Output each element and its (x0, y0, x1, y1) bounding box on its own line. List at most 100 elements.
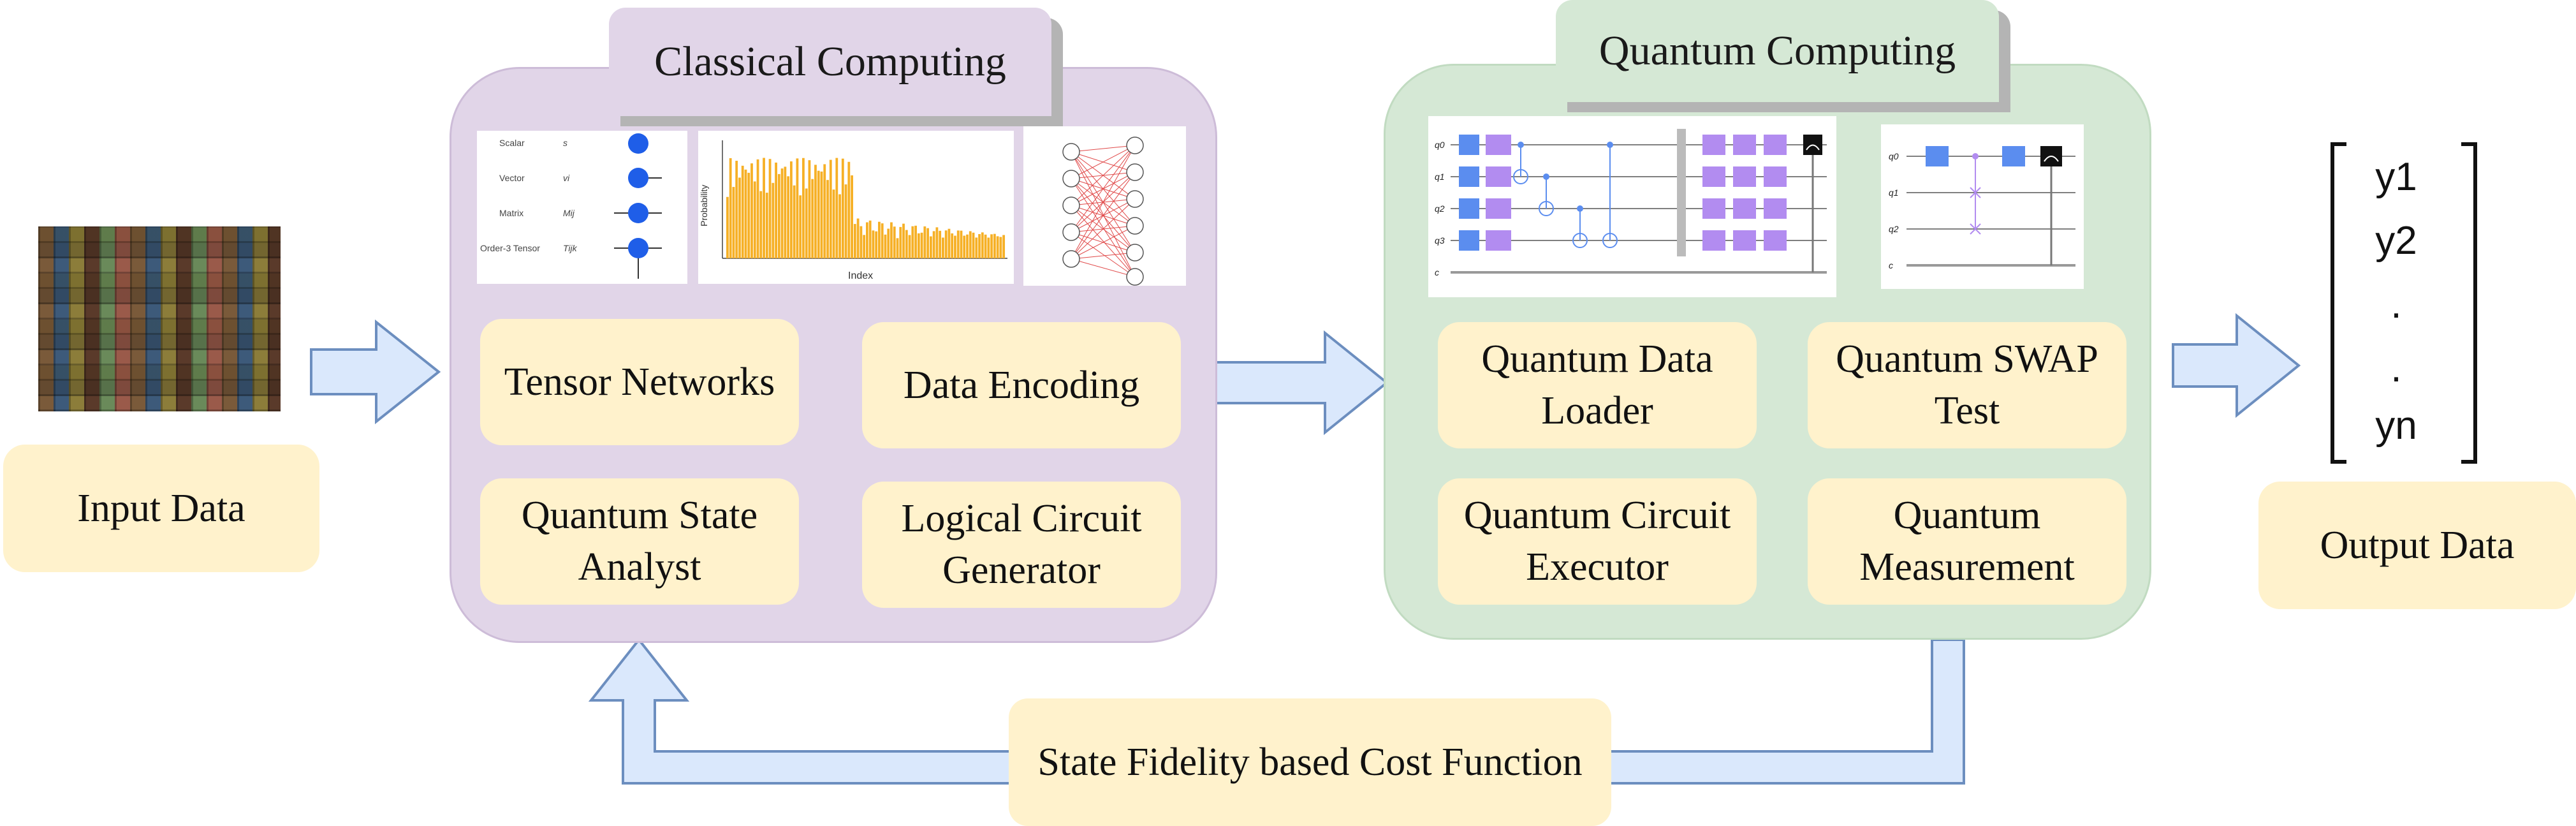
histogram-bar (763, 158, 765, 258)
classical-title: Classical Computing (654, 38, 1006, 85)
histogram-bar (872, 230, 875, 258)
histogram-bar (841, 158, 844, 258)
tensor-network-graph (1062, 136, 1144, 286)
histogram-bar (908, 235, 911, 258)
quantum-title-tab: Quantum Computing (1556, 0, 1999, 102)
arrow-quantum-to-output (2172, 313, 2301, 418)
tensor-legend-thumb: Scalar Vector Matrix Order-3 Tensor s vi… (477, 131, 687, 284)
graph-node (1126, 163, 1144, 181)
histogram-bar (866, 222, 868, 258)
histogram-bar (826, 180, 829, 258)
histogram-bar (956, 230, 960, 258)
encoding-circuit: q0 q1 q2 q3 c (1435, 129, 1827, 277)
histogram-bar (796, 158, 799, 258)
histogram-bar (935, 227, 939, 258)
histogram-bar (887, 228, 890, 258)
circuit-generator-label: Logical Circuit Generator (901, 497, 1142, 592)
circuit-q1-label: q1 (1435, 172, 1445, 182)
histogram-bar (939, 230, 942, 258)
cnot-target (1602, 233, 1618, 248)
output-dot-2: . (2390, 346, 2401, 390)
rotation-gate (1702, 135, 1725, 155)
classical-title-tab: Classical Computing (609, 8, 1051, 116)
r-gate (1486, 230, 1511, 251)
h-gate (1459, 198, 1479, 219)
histogram-bar (890, 222, 893, 258)
scalar-node (628, 133, 648, 154)
histogram-bar (759, 191, 763, 258)
measure-arc (1806, 144, 1820, 151)
histogram-bar (993, 233, 996, 258)
swap-cross (1970, 187, 1981, 198)
circuit-executor-box: Quantum Circuit Executor (1438, 478, 1757, 605)
network-diagram-thumb (1023, 126, 1186, 286)
output-y1: y1 (2375, 155, 2417, 199)
histogram-bar (756, 159, 759, 258)
histogram-bar (884, 234, 887, 258)
circuit-generator-box: Logical Circuit Generator (862, 482, 1181, 608)
histogram-xlabel: Index (848, 270, 873, 281)
h-gate (1459, 135, 1479, 155)
swap-q0-label: q0 (1889, 151, 1899, 161)
histogram-bar (738, 177, 741, 258)
histogram-bar (823, 164, 826, 258)
rotation-gate (1702, 230, 1725, 251)
r-gate (1486, 198, 1511, 219)
histogram-bar (817, 170, 820, 258)
histogram-bar (805, 188, 808, 258)
histogram-bar (972, 232, 975, 258)
graph-edge (1071, 145, 1136, 233)
swap-q2-label: q2 (1889, 224, 1899, 234)
circuit-q0-label: q0 (1435, 140, 1445, 150)
graph-edge (1071, 258, 1136, 277)
histogram-bar (832, 189, 835, 258)
state-analyst-box: Quantum State Analyst (480, 478, 799, 605)
histogram-bar (896, 238, 899, 258)
graph-edge (1071, 252, 1136, 260)
histogram-bar (814, 165, 817, 258)
histogram-bar (765, 193, 768, 258)
graph-edge (1071, 232, 1136, 277)
histogram-bar (914, 225, 917, 258)
graph-node (1126, 136, 1144, 154)
graph-edge (1071, 172, 1136, 260)
histogram-bar (775, 162, 777, 258)
histogram-bar (966, 234, 969, 258)
data-encoding-box: Data Encoding (862, 322, 1181, 448)
tensor-legend-figure: Scalar Vector Matrix Order-3 Tensor s vi… (480, 133, 662, 279)
left-bracket (2331, 142, 2346, 464)
graph-node (1062, 223, 1080, 241)
circuit-q3-label: q3 (1435, 235, 1445, 246)
histogram-bar (847, 161, 851, 258)
legend-tensor-symbol: Tijk (563, 243, 578, 253)
h-gate (1459, 166, 1479, 187)
histogram-bar (996, 236, 999, 258)
histogram-bar (963, 235, 966, 258)
swap-test-circuit: q0 q1 q2 c (1889, 146, 2075, 270)
cnot-target (1539, 201, 1554, 216)
swap-q1-label: q1 (1889, 188, 1899, 198)
legend-vector-symbol: vi (563, 173, 570, 183)
histogram-bar (960, 230, 963, 258)
rotation-gate (1764, 198, 1787, 219)
graph-edge (1071, 151, 1136, 277)
graph-node (1126, 217, 1144, 235)
histogram-bar (975, 237, 978, 258)
graph-edge (1071, 145, 1136, 179)
histogram-bar (929, 236, 932, 258)
histogram-bar (835, 158, 838, 258)
histogram-bar (793, 185, 796, 258)
graph-node (1126, 268, 1144, 286)
rotation-gate (1764, 230, 1787, 251)
measurement-box: Quantum Measurement (1808, 478, 2126, 605)
data-loader-label: Quantum Data Loader (1481, 337, 1713, 432)
rotation-gate (1733, 135, 1756, 155)
h-gate (1459, 230, 1479, 251)
histogram-bar (905, 230, 908, 258)
quantum-circuit-thumb: q0 q1 q2 q3 c (1428, 116, 1836, 297)
right-bracket (2461, 142, 2477, 464)
output-vector: y1 y2 . . yn (2331, 142, 2477, 464)
cost-function-label: State Fidelity based Cost Function (1037, 740, 1583, 784)
histogram-bar (868, 220, 872, 258)
r-gate (1486, 166, 1511, 187)
